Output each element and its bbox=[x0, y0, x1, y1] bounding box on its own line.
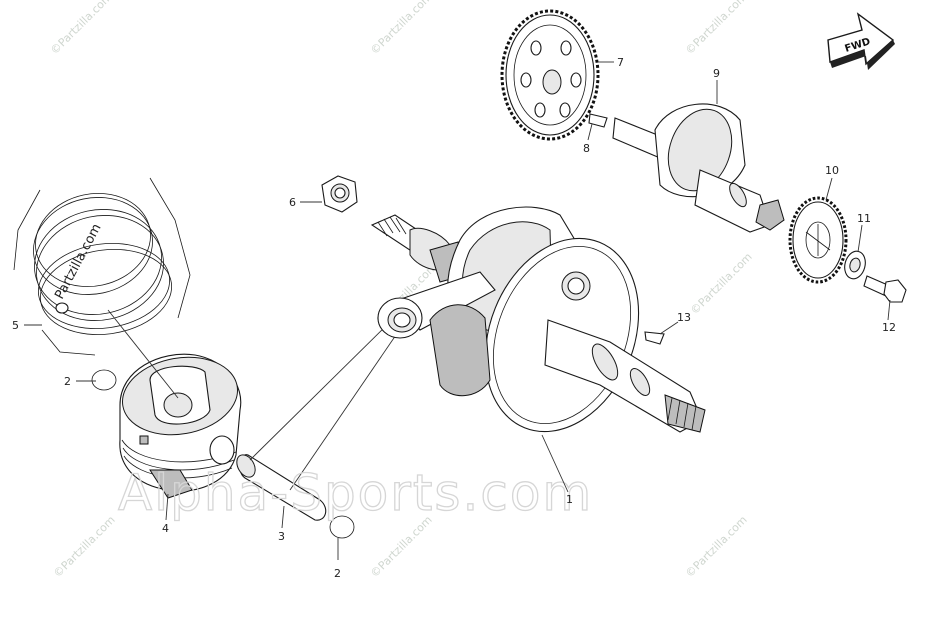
balancer-driven-gear bbox=[500, 9, 600, 141]
callout-3: 3 bbox=[278, 530, 285, 543]
callout-6: 6 bbox=[289, 196, 296, 209]
leader-lines bbox=[24, 61, 891, 560]
crankshaft-assembly bbox=[370, 206, 706, 433]
ring-watermark: Partzilla.com bbox=[52, 221, 104, 301]
circlip-lower bbox=[329, 515, 355, 539]
callout-labels: 1 2 2 3 4 5 6 7 8 9 10 11 12 13 bbox=[12, 56, 896, 580]
woodruff-key bbox=[644, 331, 665, 345]
balancer-drive-gear bbox=[788, 196, 848, 284]
watermark-small: ©Partzilla.com bbox=[368, 0, 435, 57]
watermark-main: Alpha-Sports.com bbox=[118, 464, 593, 522]
callout-13: 13 bbox=[677, 311, 691, 324]
callout-2-upper: 2 bbox=[64, 375, 71, 388]
callout-11: 11 bbox=[857, 212, 871, 225]
balancer-shaft bbox=[612, 103, 785, 233]
nut bbox=[321, 175, 358, 213]
circlip-upper bbox=[91, 369, 117, 391]
forward-arrow-icon: FWD bbox=[827, 12, 895, 70]
callout-2-lower: 2 bbox=[334, 567, 341, 580]
bolt bbox=[863, 275, 907, 303]
watermark-small: ©Partzilla.com bbox=[683, 0, 750, 57]
watermark-small: ©Partzilla.com bbox=[51, 513, 118, 580]
washer bbox=[844, 250, 866, 280]
callout-12: 12 bbox=[882, 321, 896, 334]
callout-8: 8 bbox=[583, 142, 590, 155]
watermark-small: ©Partzilla.com bbox=[368, 513, 435, 580]
piston-ring-set: Partzilla.com bbox=[13, 177, 191, 356]
balancer-key bbox=[588, 113, 608, 128]
callout-10: 10 bbox=[825, 164, 839, 177]
callout-4: 4 bbox=[162, 522, 169, 535]
callout-1: 1 bbox=[566, 493, 573, 506]
watermark-small: ©Partzilla.com bbox=[48, 0, 115, 57]
callout-9: 9 bbox=[713, 67, 720, 80]
callout-5: 5 bbox=[12, 319, 19, 332]
watermark-small: ©Partzilla.com bbox=[688, 250, 755, 317]
watermark-small: ©Partzilla.com bbox=[683, 513, 750, 580]
piston bbox=[119, 353, 242, 499]
callout-7: 7 bbox=[617, 56, 624, 69]
piston-pin bbox=[236, 454, 327, 521]
